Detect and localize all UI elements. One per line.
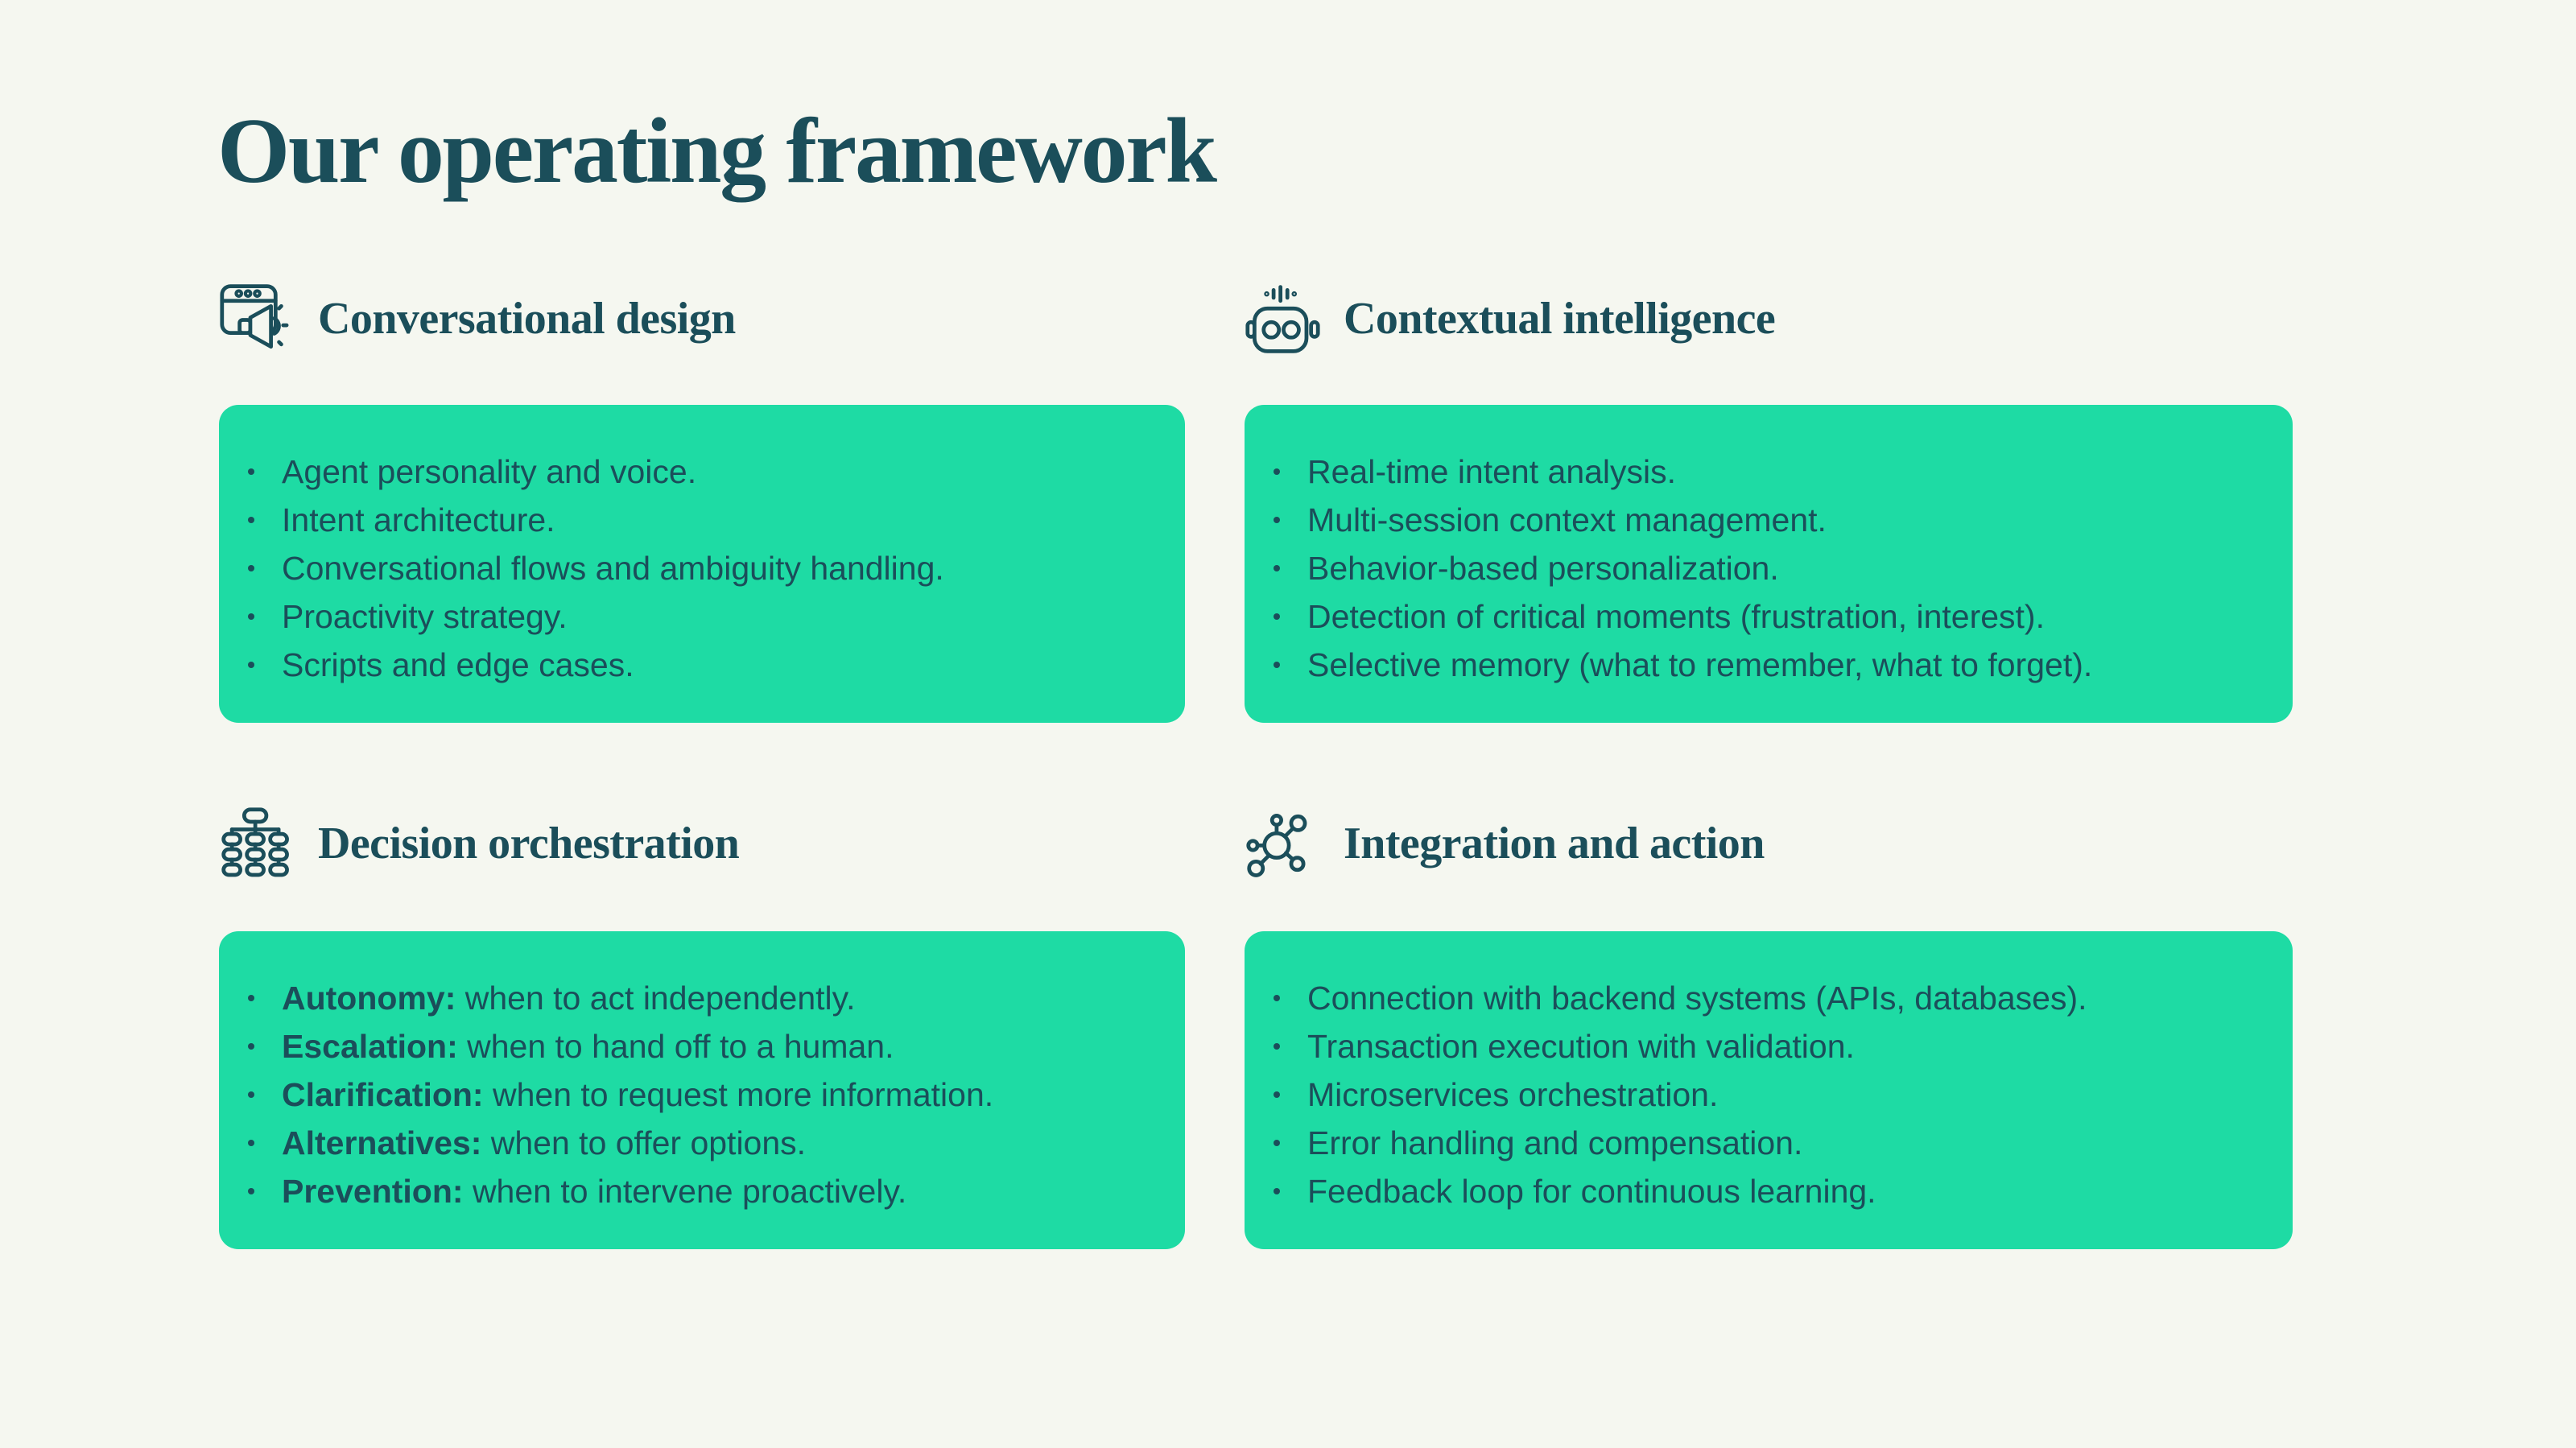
item-text: when to request more information. xyxy=(483,1076,994,1113)
item-text: Proactivity strategy. xyxy=(282,598,568,635)
item-text: Multi-session context management. xyxy=(1307,501,1827,538)
item-text: Transaction execution with validation. xyxy=(1307,1028,1855,1065)
bullet-dot xyxy=(1274,1140,1280,1146)
item-text: Agent personality and voice. xyxy=(282,453,697,490)
list-item: Intent architecture. xyxy=(248,496,1153,544)
item-lead: Clarification: xyxy=(282,1076,484,1113)
section-title: Conversational design xyxy=(318,294,736,344)
list-item: Alternatives: when to offer options. xyxy=(248,1119,1153,1167)
bullet-dot xyxy=(248,1188,254,1194)
list-item: Real-time intent analysis. xyxy=(1274,448,2260,496)
bullet-dot xyxy=(1274,1188,1280,1194)
list-item: Multi-session context management. xyxy=(1274,496,2260,544)
item-lead: Prevention: xyxy=(282,1173,464,1210)
section-title: Decision orchestration xyxy=(318,819,740,868)
list-item: Agent personality and voice. xyxy=(248,448,1153,496)
list-item: Selective memory (what to remember, what… xyxy=(1274,641,2260,689)
bullet-dot xyxy=(248,517,254,523)
bullet-dot xyxy=(1274,565,1280,571)
list-item: Detection of critical moments (frustrati… xyxy=(1274,592,2260,641)
item-text: Scripts and edge cases. xyxy=(282,646,634,683)
section-header-integration-and-action: Integration and action xyxy=(1245,803,1765,884)
bullet-dot xyxy=(1274,1043,1280,1050)
item-text: Conversational flows and ambiguity handl… xyxy=(282,550,944,587)
section-header-contextual-intelligence: Contextual intelligence xyxy=(1245,278,1776,359)
bullet-list: Agent personality and voice. Intent arch… xyxy=(219,405,1185,689)
item-text: Error handling and compensation. xyxy=(1307,1124,1803,1161)
org-chart-icon xyxy=(219,806,295,882)
bullet-dot xyxy=(248,468,254,475)
list-item: Feedback loop for continuous learning. xyxy=(1274,1167,2260,1215)
item-text: Detection of critical moments (frustrati… xyxy=(1307,598,2045,635)
bullet-dot xyxy=(1274,662,1280,668)
item-lead: Escalation: xyxy=(282,1028,458,1065)
item-text: when to intervene proactively. xyxy=(463,1173,907,1210)
item-text: Real-time intent analysis. xyxy=(1307,453,1677,490)
list-item: Scripts and edge cases. xyxy=(248,641,1153,689)
list-item: Clarification: when to request more info… xyxy=(248,1071,1153,1119)
bullet-dot xyxy=(248,1140,254,1146)
bullet-dot xyxy=(248,565,254,571)
section-header-conversational-design: Conversational design xyxy=(219,278,736,359)
item-lead: Alternatives: xyxy=(282,1124,482,1161)
bullet-dot xyxy=(248,662,254,668)
list-item: Escalation: when to hand off to a human. xyxy=(248,1022,1153,1071)
item-text: Behavior-based personalization. xyxy=(1307,550,1779,587)
section-header-decision-orchestration: Decision orchestration xyxy=(219,803,740,884)
list-item: Prevention: when to intervene proactivel… xyxy=(248,1167,1153,1215)
item-text: when to act independently. xyxy=(456,980,856,1017)
bullet-list: Autonomy: when to act independently. Esc… xyxy=(219,931,1185,1215)
list-item: Microservices orchestration. xyxy=(1274,1071,2260,1119)
item-text: Selective memory (what to remember, what… xyxy=(1307,646,2093,683)
section-title: Contextual intelligence xyxy=(1344,294,1776,344)
bullet-list: Connection with backend systems (APIs, d… xyxy=(1245,931,2293,1215)
bullet-dot xyxy=(1274,613,1280,620)
bullet-dot xyxy=(1274,517,1280,523)
item-text: Connection with backend systems (APIs, d… xyxy=(1307,980,2087,1017)
card-integration-and-action: Connection with backend systems (APIs, d… xyxy=(1245,931,2293,1249)
list-item: Connection with backend systems (APIs, d… xyxy=(1274,974,2260,1022)
bullet-dot xyxy=(1274,1091,1280,1098)
item-text: Microservices orchestration. xyxy=(1307,1076,1719,1113)
bullet-list: Real-time intent analysis. Multi-session… xyxy=(1245,405,2293,689)
network-icon xyxy=(1245,806,1321,882)
item-text: Intent architecture. xyxy=(282,501,555,538)
item-text: when to offer options. xyxy=(481,1124,807,1161)
bullet-dot xyxy=(248,1043,254,1050)
item-lead: Autonomy: xyxy=(282,980,456,1017)
bullet-dot xyxy=(248,995,254,1001)
item-text: when to hand off to a human. xyxy=(457,1028,894,1065)
card-conversational-design: Agent personality and voice. Intent arch… xyxy=(219,405,1185,723)
list-item: Transaction execution with validation. xyxy=(1274,1022,2260,1071)
item-text: Feedback loop for continuous learning. xyxy=(1307,1173,1876,1210)
card-decision-orchestration: Autonomy: when to act independently. Esc… xyxy=(219,931,1185,1249)
list-item: Conversational flows and ambiguity handl… xyxy=(248,544,1153,592)
list-item: Error handling and compensation. xyxy=(1274,1119,2260,1167)
section-title: Integration and action xyxy=(1344,819,1765,868)
robot-icon xyxy=(1245,281,1321,357)
card-contextual-intelligence: Real-time intent analysis. Multi-session… xyxy=(1245,405,2293,723)
list-item: Autonomy: when to act independently. xyxy=(248,974,1153,1022)
bullet-dot xyxy=(248,613,254,620)
bullet-dot xyxy=(248,1091,254,1098)
window-megaphone-icon xyxy=(219,281,295,357)
list-item: Behavior-based personalization. xyxy=(1274,544,2260,592)
bullet-dot xyxy=(1274,468,1280,475)
bullet-dot xyxy=(1274,995,1280,1001)
page-title: Our operating framework xyxy=(217,100,1217,203)
list-item: Proactivity strategy. xyxy=(248,592,1153,641)
